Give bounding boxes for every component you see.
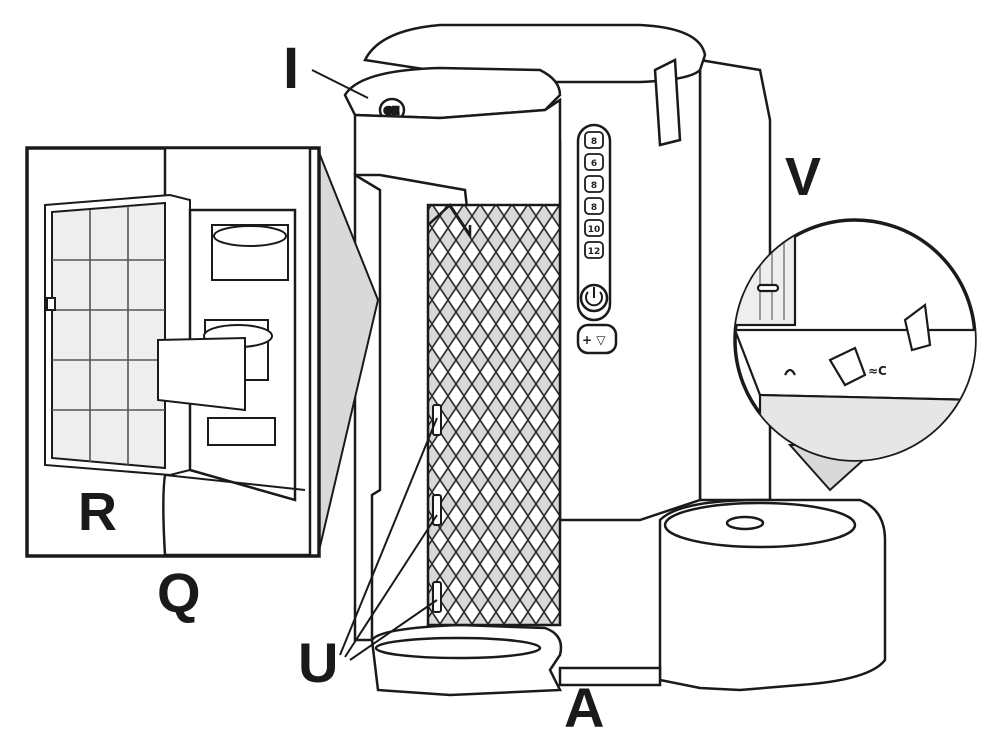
size-button-1[interactable] <box>584 131 604 149</box>
inset-q <box>25 146 380 558</box>
leader-U-1 <box>339 417 438 656</box>
callout-U: U <box>298 631 339 694</box>
hinge <box>653 58 682 147</box>
size-button-label: 8 <box>591 203 597 213</box>
inset-door <box>44 193 191 477</box>
strength-button[interactable]: + ▽ <box>582 333 606 347</box>
size-button-label: 8 <box>591 181 597 191</box>
leader-I <box>311 69 369 99</box>
water-reservoir <box>658 498 887 692</box>
size-button-5[interactable] <box>584 219 604 237</box>
size-button-label: 6 <box>591 159 597 169</box>
size-button-2[interactable] <box>584 153 604 171</box>
callout-V: V <box>785 147 822 207</box>
callout-A: A <box>564 676 605 739</box>
size-button-label: 8 <box>591 137 597 147</box>
inset-v: ≈C <box>733 218 977 492</box>
callout-R: R <box>78 482 117 542</box>
leader-lines <box>311 69 438 661</box>
svg-text:GE: GE <box>384 106 399 117</box>
svg-text:≈C: ≈C <box>868 364 887 378</box>
size-button-4[interactable] <box>584 197 604 215</box>
size-button-6[interactable] <box>584 241 604 259</box>
drip-tray <box>370 623 563 697</box>
pod-holder-handle <box>157 336 246 412</box>
power-icon <box>585 287 603 307</box>
callout-I: I <box>283 36 300 101</box>
size-button-3[interactable] <box>584 175 604 193</box>
size-buttons: 8 6 8 8 10 12 <box>584 131 604 259</box>
size-button-label: 10 <box>588 225 601 235</box>
callout-Q: Q <box>157 561 201 624</box>
leader-U-3 <box>349 599 438 661</box>
size-button-label: 12 <box>588 247 601 257</box>
leader-U-2 <box>344 514 438 658</box>
cup-mesh-panel <box>426 203 562 627</box>
